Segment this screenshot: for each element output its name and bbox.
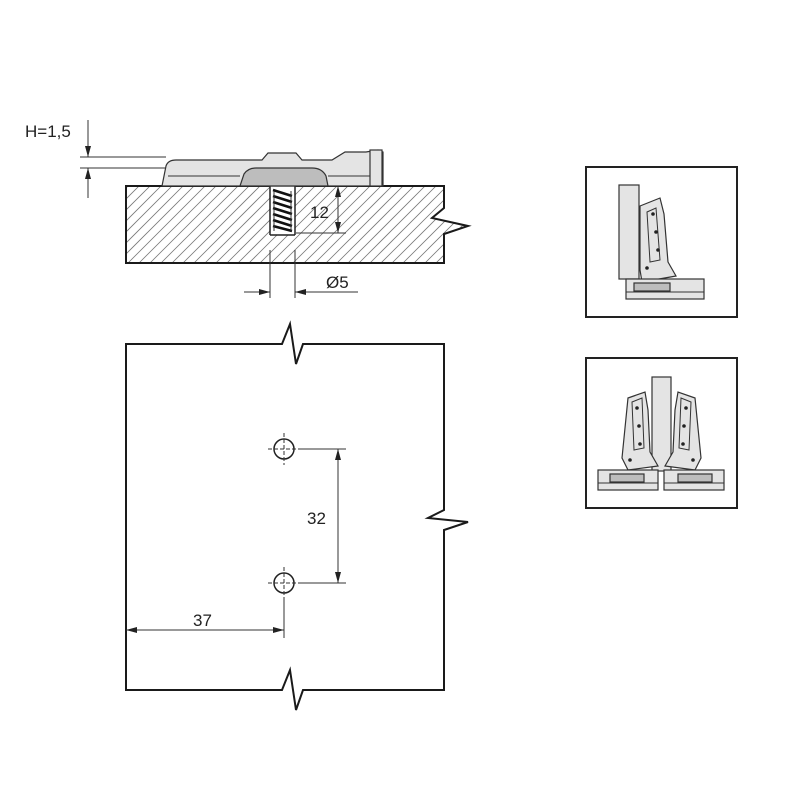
hatch-line — [502, 183, 582, 263]
hatch-line — [469, 183, 549, 263]
hatch-line — [160, 186, 242, 263]
hatch-line — [259, 186, 341, 263]
hatch-line — [402, 186, 468, 263]
hatch-line — [126, 186, 187, 263]
hatch-line — [127, 186, 209, 263]
depth-dimension: 12 — [296, 186, 346, 234]
hatch-line — [126, 186, 132, 263]
hatch-line — [380, 186, 462, 263]
hatch-line — [126, 186, 198, 263]
diameter-dimension: Ø5 — [244, 250, 358, 298]
hatch-line — [358, 186, 440, 263]
hatch-line — [457, 186, 468, 263]
screw-thread — [272, 188, 293, 233]
diameter-label: Ø5 — [326, 273, 349, 292]
double-hinge-icon — [585, 357, 738, 509]
hatch-line — [336, 186, 418, 263]
section-view: H=1,5 12 Ø5 — [25, 120, 593, 298]
hatch-line — [138, 186, 220, 263]
spacing-label: 32 — [307, 509, 326, 528]
hatch-line — [126, 186, 176, 263]
spacing-dimension: 32 — [300, 448, 346, 584]
hatch-line — [314, 186, 396, 263]
height-label: H=1,5 — [25, 122, 71, 141]
screw-hole — [269, 186, 296, 236]
edge-dimension: 37 — [126, 599, 285, 638]
board-outline — [125, 185, 472, 264]
hatch-line — [182, 186, 264, 263]
hole-bottom — [268, 567, 300, 599]
front-view: 32 37 — [125, 320, 469, 711]
hatch-line — [325, 186, 407, 263]
panel-outline — [125, 320, 469, 711]
hatch-line — [491, 183, 571, 263]
hatch-line — [513, 183, 593, 263]
hatch-line — [435, 186, 468, 263]
hatch-line — [126, 186, 154, 263]
hatch-line — [40, 183, 120, 263]
hatch-line — [171, 186, 253, 263]
half-overlay-hinge-icon — [585, 166, 738, 318]
edge-label: 37 — [193, 611, 212, 630]
hatch-line — [424, 186, 468, 263]
hatch-line — [281, 186, 363, 263]
height-dimension: H=1,5 — [25, 120, 166, 198]
hatch-line — [149, 186, 231, 263]
hatch-line — [369, 186, 451, 263]
hatch-line — [391, 186, 468, 263]
depth-label: 12 — [310, 203, 329, 222]
hatch-line — [126, 186, 143, 263]
hole-top — [268, 433, 300, 465]
hatch-line — [193, 186, 275, 263]
hatch-line — [480, 183, 560, 263]
mounting-plate — [161, 149, 384, 187]
hatch-line — [292, 186, 374, 263]
hatch-line — [126, 186, 165, 263]
hatch-line — [303, 186, 385, 263]
hatch-line — [347, 186, 429, 263]
